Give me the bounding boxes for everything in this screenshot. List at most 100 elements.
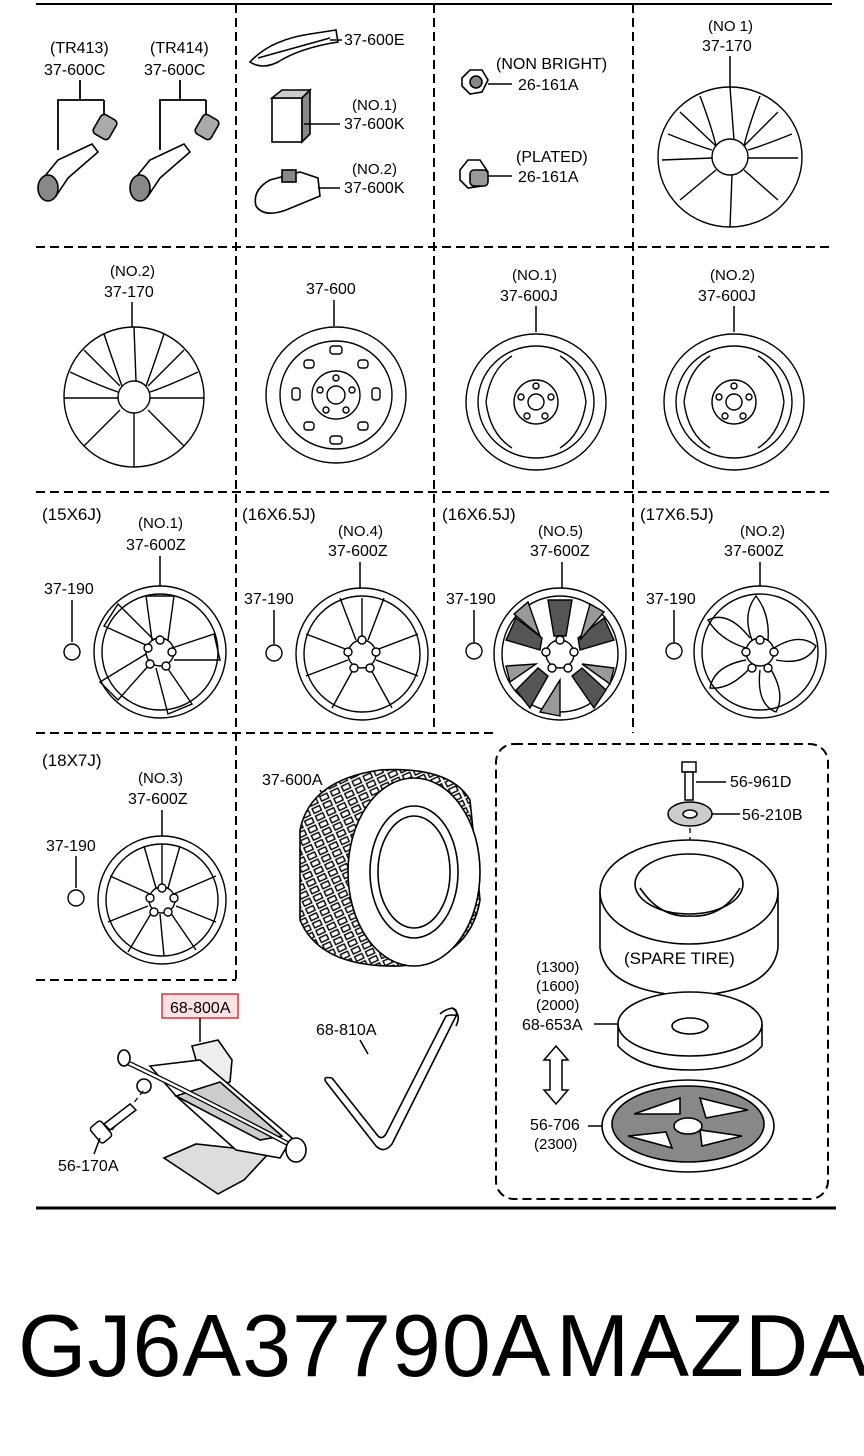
tire-part: 37-600A <box>262 772 323 789</box>
alloy-no: (NO.5) <box>538 523 583 540</box>
alloy-wheel-icon <box>693 585 827 719</box>
alloy-wheel-15: (15X6J) (NO.1) 37-600Z 37-190 <box>42 505 227 719</box>
center-cap-icon <box>665 642 683 660</box>
spacer-part: 68-653A <box>522 1017 583 1034</box>
center-cap-part: 37-190 <box>646 591 696 608</box>
alloy-wheel-18: (18X7J) (NO.3) 37-600Z 37-190 <box>42 751 227 965</box>
nut-nonbright-part: 26-161A <box>518 77 579 94</box>
center-cap-part: 37-190 <box>446 591 496 608</box>
alloy-no: (NO.1) <box>138 515 183 532</box>
center-cap-icon <box>63 643 81 661</box>
alloy-wheel-icon <box>93 585 227 719</box>
pin-part: 56-170A <box>58 1158 119 1175</box>
spacer-engine-2000: (2000) <box>536 997 579 1014</box>
weight-k2-no: (NO.2) <box>352 161 397 178</box>
alloy-size: (15X6J) <box>42 505 102 524</box>
double-arrow-icon <box>542 1044 570 1106</box>
alloy-wheel-16a: (16X6.5J) (NO.4) 37-600Z 37-190 <box>242 505 429 721</box>
valve-left-spec: (TR413) <box>50 40 109 57</box>
jack-part: 68-800A <box>170 1000 231 1017</box>
weight-k1-part: 37-600K <box>344 116 405 133</box>
weight-k1-no: (NO.1) <box>352 97 397 114</box>
wheel-cover-2: (NO.2) 37-170 <box>63 263 205 468</box>
alloy-size: (16X6.5J) <box>242 505 316 524</box>
alloy18-size: (18X7J) <box>42 751 102 770</box>
spacer-engine-1300: (1300) <box>536 959 579 976</box>
jack-handle-icon <box>324 1007 460 1151</box>
spare-tire-label: (SPARE TIRE) <box>624 949 735 968</box>
alloy-wheel-16b: (16X6.5J) (NO.5) 37-600Z 37-190 <box>442 505 627 721</box>
compact2-part: 37-600J <box>698 288 756 305</box>
compact-wheel-1: (NO.1) 37-600J <box>465 267 607 471</box>
spare-tire-icon <box>599 839 779 997</box>
alloy-part: 37-600Z <box>530 543 590 560</box>
alloy-size: (17X6.5J) <box>640 505 714 524</box>
alloy-wheel-icon <box>493 587 627 721</box>
compact1-no: (NO.1) <box>512 267 557 284</box>
alloy18-cap: 37-190 <box>46 838 96 855</box>
bolt-icon <box>681 761 697 801</box>
compact-wheel-icon <box>465 333 607 471</box>
frame <box>36 3 836 1210</box>
spare-washer-part: 56-210B <box>742 807 803 824</box>
scissor-jack-icon <box>117 1039 307 1195</box>
brand-name: MAZDA <box>556 1296 864 1395</box>
alloy18-no: (NO.3) <box>138 770 183 787</box>
handle-part: 68-810A <box>316 1022 377 1039</box>
steelwheel-part: 37-600 <box>306 281 356 298</box>
alloy-wheel-17: (17X6.5J) (NO.2) 37-600Z 37-190 <box>640 505 827 719</box>
hubcap2-part: 37-170 <box>104 284 154 301</box>
part-number: GJ6A37790A <box>18 1296 552 1395</box>
hubcap1-part: 37-170 <box>702 38 752 55</box>
weight-k2-part: 37-600K <box>344 180 405 197</box>
wheel-cover-icon <box>657 86 803 228</box>
pin-icon <box>89 1103 138 1144</box>
alloy-size: (16X6.5J) <box>442 505 516 524</box>
adhesive-weight-icon <box>269 88 312 144</box>
alloy-part: 37-600Z <box>328 543 388 560</box>
nut-plated-desc: (PLATED) <box>516 149 588 166</box>
wheel-cover-icon <box>63 326 205 468</box>
hubcap2-no: (NO.2) <box>110 263 155 280</box>
alloy-wheel-icon <box>295 587 429 721</box>
valve-stem-icon <box>129 113 220 202</box>
handle-group: 68-810A <box>316 1007 460 1151</box>
valve-left-part: 37-600C <box>44 62 105 79</box>
tire: 37-600A <box>262 768 481 967</box>
steel-wheel-icon <box>265 326 407 464</box>
weight-block-icon <box>254 169 321 214</box>
jack-group: 68-800A 56-170A <box>58 993 307 1195</box>
compact2-no: (NO.2) <box>710 267 755 284</box>
compact-wheel-2: (NO.2) 37-600J <box>663 267 805 471</box>
alloy18-part: 37-600Z <box>128 791 188 808</box>
hubcap1-no: (NO 1) <box>708 18 753 35</box>
center-cap-part: 37-190 <box>44 581 94 598</box>
center-cap-part: 37-190 <box>244 591 294 608</box>
washer-icon <box>667 801 713 827</box>
alloy-part: 37-600Z <box>126 537 186 554</box>
compact1-part: 37-600J <box>500 288 558 305</box>
alloy-part: 37-600Z <box>724 543 784 560</box>
valve-stem-icon <box>37 113 118 202</box>
center-cap-icon <box>465 642 483 660</box>
spare-tire-assembly: 56-961D 56-210B (SPARE TIRE) (1300) (160… <box>522 761 803 1173</box>
nut-nonbright-desc: (NON BRIGHT) <box>496 56 607 73</box>
balance-weights: 37-600E (NO.1) 37-600K (NO.2) 37-600K <box>248 29 405 214</box>
alloy-no: (NO.2) <box>740 523 785 540</box>
alloy-no: (NO.4) <box>338 523 383 540</box>
weight-e-part: 37-600E <box>344 32 405 49</box>
nut-plated-part: 26-161A <box>518 169 579 186</box>
valve-right-spec: (TR414) <box>150 40 209 57</box>
spacer-icon <box>617 991 763 1071</box>
compact-wheel-icon <box>663 333 805 471</box>
clip-weight-icon <box>248 29 339 67</box>
center-cap-icon <box>67 889 85 907</box>
steel-wheel: 37-600 <box>265 281 407 464</box>
alloy-wheel-icon <box>97 835 227 965</box>
nut-icon <box>461 69 489 95</box>
valve-stems: (TR413) 37-600C (TR414) 37-600C <box>37 40 220 202</box>
valve-right-part: 37-600C <box>144 62 205 79</box>
center-cap-icon <box>265 644 283 662</box>
tire-icon <box>299 768 481 967</box>
